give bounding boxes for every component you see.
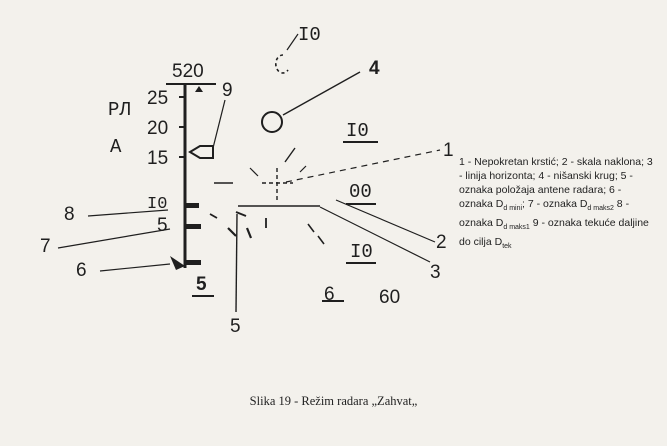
pitch-scale-mark <box>245 227 253 239</box>
callout-7: 7 <box>40 236 51 257</box>
current-distance-marker <box>188 145 214 159</box>
label-right-io-upper: I0 <box>346 120 369 142</box>
legend-sub: tek <box>502 243 512 251</box>
pitch-scale-mark <box>317 235 325 245</box>
legend-part: 9 - oznaka tekuće daljine do cilja D <box>459 217 649 249</box>
label-right-oo: 00 <box>349 181 372 203</box>
scale-tick-25: 25 <box>147 88 168 109</box>
callout-1: 1 <box>443 140 454 161</box>
callout-8: 8 <box>64 204 75 225</box>
callout-6: 6 <box>76 260 87 281</box>
label-top-io: I0 <box>298 24 321 46</box>
callout-5: 5 <box>230 316 241 337</box>
leader-1 <box>285 149 441 183</box>
callout-2: 2 <box>436 232 447 253</box>
figure-caption: Slika 19 - Režim radara „Zahvat„ <box>249 394 418 408</box>
scale-io: I0 <box>147 195 167 214</box>
pitch-scale-mark <box>227 227 237 237</box>
scale-tick-15: 15 <box>147 148 168 169</box>
label-a: А <box>110 136 122 158</box>
aiming-circle <box>261 111 283 133</box>
leader-4 <box>282 71 361 116</box>
leader-10 <box>286 33 299 51</box>
leader-6 <box>99 263 171 272</box>
scale-top-arrow <box>195 86 203 92</box>
legend-part: 1 - Nepokretan krstić; 2 - skala naklona… <box>459 156 653 210</box>
legend-part: ; 7 - oznaka D <box>522 198 588 210</box>
scale-tick-5: 5 <box>157 215 168 236</box>
scale-tick-20: 20 <box>147 118 168 139</box>
legend-sub: d maks1 <box>503 224 530 232</box>
leader-5 <box>235 213 238 313</box>
label-bottom-60: 60 <box>379 287 400 308</box>
callout-9: 9 <box>222 80 233 101</box>
callout-3: 3 <box>430 262 441 283</box>
leader-3 <box>319 206 431 263</box>
callout-4: 4 <box>369 58 380 79</box>
pitch-scale-mark <box>209 213 218 219</box>
leader-9 <box>212 99 226 149</box>
marker-d-mini <box>185 260 201 265</box>
pitch-tick <box>299 165 307 173</box>
legend-sub: d mini <box>503 205 523 213</box>
label-bottom-5: 5 <box>196 274 207 295</box>
label-right-io-lower: I0 <box>350 241 373 263</box>
legend-text: 1 - Nepokretan krstić; 2 - skala naklona… <box>459 155 655 254</box>
marker-d-maks2 <box>185 224 201 229</box>
label-rl: РЛ <box>108 99 131 121</box>
pitch-scale-mark <box>307 223 315 233</box>
leader-7 <box>57 228 171 249</box>
pitch-tick <box>284 147 296 163</box>
legend-sub: d maks2 <box>587 205 614 213</box>
label-bottom-6: 6 <box>324 284 335 305</box>
marker-6-arrow <box>170 256 185 270</box>
antenna-marker <box>235 211 247 217</box>
leader-8 <box>87 209 169 217</box>
pitch-tick <box>249 167 259 177</box>
dashed-mark-10 <box>274 54 289 74</box>
legend-part: 8 - oznaka D <box>459 198 630 230</box>
marker-d-maks1 <box>185 203 199 208</box>
leader-2 <box>335 199 436 243</box>
label-top-scale: 520 <box>172 61 204 82</box>
